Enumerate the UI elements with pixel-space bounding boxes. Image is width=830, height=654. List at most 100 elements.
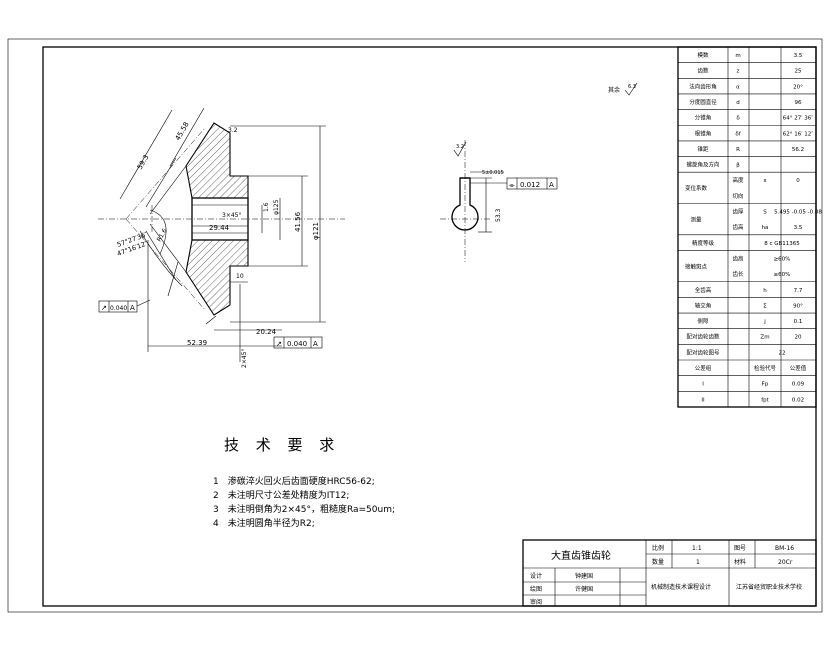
tolerance-code: fpt <box>761 397 769 403</box>
roughness-label: 其余 <box>608 86 620 94</box>
part-name: 大直齿锥齿轮 <box>551 549 611 562</box>
param-symbol: d <box>736 100 740 106</box>
param-value: 56.2 <box>792 147 804 153</box>
dim-bore-length: 29.44 <box>209 224 230 232</box>
measure-label: 测量 <box>690 216 702 224</box>
gdt-datum: A <box>549 181 554 189</box>
param-name: 轴交角 <box>695 301 712 309</box>
tech-title: 技 术 要 求 <box>224 436 340 454</box>
tolerance-header: 公差组 <box>695 364 712 372</box>
tolerance-group: II <box>701 397 705 403</box>
param-value: 20° <box>793 84 803 90</box>
param-value: 25 <box>795 69 802 75</box>
param-name: 齿数 <box>697 67 709 75</box>
tolerance-value: 0.02 <box>792 397 804 403</box>
measure-sub: 齿厚 <box>732 209 744 216</box>
shift-value: 0 <box>796 178 800 184</box>
roughness-bore: 1.6 <box>263 202 270 212</box>
param-name: 锥距 <box>697 145 709 153</box>
qty-label: 数量 <box>652 558 664 566</box>
measure-sub: 齿高 <box>732 223 744 231</box>
pair-drawing-value: 22 <box>779 350 786 356</box>
dim-outer-diameter: φ121 <box>312 222 320 240</box>
measure-value: 5.495 -0.05 -0.08 <box>774 210 822 216</box>
shift-sub: 高度 <box>732 176 744 184</box>
param-name: 根锥角 <box>695 129 712 137</box>
contact-value: ≥60% <box>774 272 791 278</box>
gear-section-view <box>98 107 345 362</box>
review-label: 审阅 <box>530 598 542 606</box>
designer-name: 钟建国 <box>575 572 593 580</box>
symmetry-icon: ⌯ <box>509 181 515 189</box>
shift-symbol: x <box>763 178 767 184</box>
material-label: 材料 <box>734 558 746 566</box>
param-name: 模数 <box>697 51 709 59</box>
accuracy-value: 8 c GB11365 <box>764 241 800 247</box>
scale-label: 比例 <box>652 544 664 552</box>
draw-label: 绘图 <box>530 585 542 593</box>
contact-value: ≥60% <box>774 256 791 262</box>
gdt-datum: A <box>130 304 135 312</box>
keyway-view: ⌯ 0.012 A 5±0.015 53.3 3.2 <box>440 140 558 262</box>
gdt-frame-1: ↗ 0.040 A <box>98 299 151 313</box>
measure-value: 3.5 <box>794 225 803 231</box>
scale-value: 1:1 <box>692 545 702 552</box>
param-name: 配对齿轮齿数 <box>686 333 720 341</box>
dim-cone-distance: 59.3 <box>136 153 151 171</box>
tech-item: 1 渗碳淬火回火后齿面硬度HRC56-62; <box>213 475 375 487</box>
param-symbol: R <box>736 147 740 153</box>
param-name: 全齿高 <box>695 286 712 294</box>
param-symbol: z <box>737 69 740 75</box>
runout-icon: ↗ <box>276 340 282 348</box>
param-symbol: α <box>736 84 740 90</box>
param-name: 法向齿形角 <box>689 82 717 90</box>
param-value: 3.5 <box>794 53 803 59</box>
param-symbol: Zm <box>760 335 769 341</box>
contact-label: 接触斑点 <box>685 262 708 270</box>
dim-chamfer-bottom: 2×45° <box>241 349 248 368</box>
param-symbol: h <box>763 288 767 294</box>
gdt-value: 0.040 <box>110 305 127 312</box>
tech-item: 4 未注明圆角半径为R2; <box>213 517 315 529</box>
param-symbol: δf <box>735 131 741 137</box>
school-name: 江苏省经贸职业技术学校 <box>736 583 802 591</box>
param-symbol: β <box>736 163 740 169</box>
design-label: 设计 <box>530 572 542 580</box>
param-value: 64° 27′ 36″ <box>783 116 814 122</box>
tolerance-value: 0.09 <box>792 382 805 388</box>
param-value: 62° 16′ 12″ <box>783 131 814 137</box>
title-block: 大直齿锥齿轮 比例 1:1 图号 BM-16 数量 1 材料 20Cr 设计 钟… <box>522 539 817 607</box>
dim-back-cone: 45.58 <box>174 121 191 142</box>
roughness-back: 3.2 <box>228 127 238 134</box>
dim-hub-height: 41.56 <box>294 211 302 232</box>
accuracy-label: 精度等级 <box>692 239 715 247</box>
tech-item: 3 未注明倒角为2×45°，粗糙度Ra=50um; <box>213 503 395 515</box>
drawing-no-label: 图号 <box>734 545 746 552</box>
dim-face-width: 20.24 <box>256 328 277 336</box>
dim-hub: φ125 <box>273 199 280 215</box>
param-symbol: m <box>735 53 740 59</box>
dim-keyway-depth: 53.3 <box>495 208 502 222</box>
gear-parameter-table <box>677 46 817 408</box>
gdt-value: 0.040 <box>287 340 307 348</box>
dim-keyway-width: 5±0.015 <box>482 170 504 176</box>
param-value: 0.1 <box>794 319 803 325</box>
material-value: 20Cr <box>778 559 793 566</box>
param-name: 分锥角 <box>695 114 712 122</box>
param-symbol: Σ <box>763 303 767 309</box>
contact-sub: 齿高 <box>732 254 744 262</box>
contact-sub: 齿长 <box>732 270 744 278</box>
dim-chamfer: 3×45° <box>222 212 241 219</box>
param-value: 20 <box>795 335 802 341</box>
measure-symbol: S <box>763 210 767 216</box>
param-symbol: δ <box>736 116 740 122</box>
param-name: 螺旋角及方向 <box>686 161 719 169</box>
param-symbol: j <box>763 319 766 325</box>
param-value: 7.7 <box>794 288 803 294</box>
dim-mounting-distance: 52.39 <box>187 339 207 347</box>
roughness-keyway: 3.2 <box>456 144 464 150</box>
gdt-value: 0.012 <box>520 181 540 189</box>
tolerance-code: Fp <box>762 382 769 388</box>
